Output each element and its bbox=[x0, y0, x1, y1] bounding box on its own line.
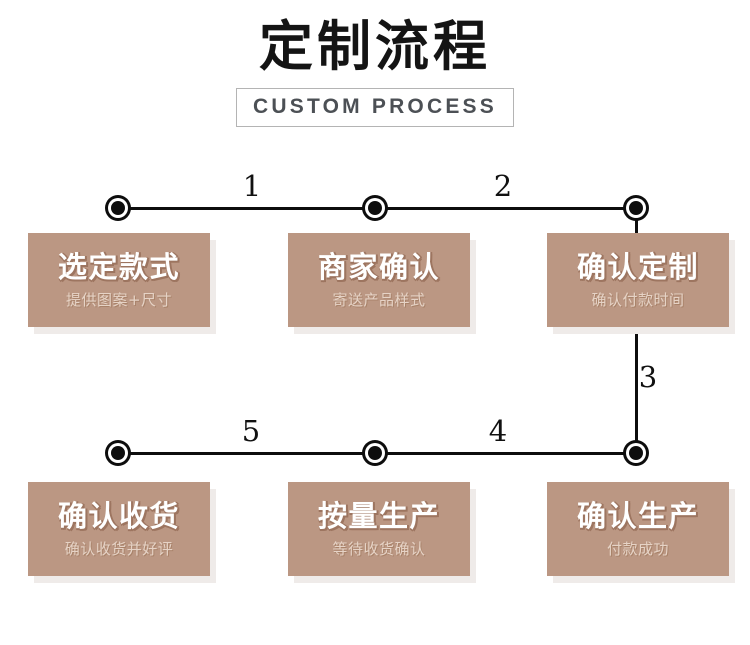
process-card-title: 选定款式 bbox=[57, 249, 180, 284]
process-card-select-style[interactable]: 选定款式 提供图案+尺寸 bbox=[28, 233, 210, 327]
step-number-5: 5 bbox=[241, 414, 261, 448]
process-card-desc: 寄送产品样式 bbox=[332, 290, 426, 309]
flow-node-step-4[interactable] bbox=[623, 440, 649, 466]
subtitle-box: CUSTOM PROCESS bbox=[236, 88, 514, 128]
process-card-merchant-confirm[interactable]: 商家确认 寄送产品样式 bbox=[288, 233, 470, 327]
process-card-title: 商家确认 bbox=[317, 249, 440, 284]
process-card-batch-production[interactable]: 按量生产 等待收货确认 bbox=[288, 482, 470, 576]
process-card-confirm-customization[interactable]: 确认定制 确认付款时间 bbox=[547, 233, 729, 327]
process-card-confirm-production[interactable]: 确认生产 付款成功 bbox=[547, 482, 729, 576]
process-card-title: 确认生产 bbox=[576, 498, 699, 533]
process-card-desc: 等待收货确认 bbox=[332, 539, 426, 558]
header: 定制流程 CUSTOM PROCESS bbox=[0, 0, 750, 128]
process-card-desc: 确认付款时间 bbox=[591, 290, 685, 309]
process-card-desc: 提供图案+尺寸 bbox=[65, 290, 173, 309]
flow-node-step-3[interactable] bbox=[623, 195, 649, 221]
step-number-3: 3 bbox=[638, 360, 658, 394]
step-number-1: 1 bbox=[242, 169, 262, 203]
step-number-2: 2 bbox=[493, 169, 513, 203]
subtitle-text: CUSTOM PROCESS bbox=[253, 95, 497, 119]
flow-node-step-2[interactable] bbox=[362, 195, 388, 221]
process-card-desc: 确认收货并好评 bbox=[64, 539, 174, 558]
process-card-title: 确认收货 bbox=[57, 498, 180, 533]
flow-node-step-6[interactable] bbox=[105, 440, 131, 466]
page-title: 定制流程 bbox=[259, 14, 491, 78]
flow-node-step-5[interactable] bbox=[362, 440, 388, 466]
process-card-confirm-receipt[interactable]: 确认收货 确认收货并好评 bbox=[28, 482, 210, 576]
process-card-title: 确认定制 bbox=[576, 249, 699, 284]
process-card-desc: 付款成功 bbox=[606, 539, 669, 558]
step-number-4: 4 bbox=[488, 414, 508, 448]
process-card-title: 按量生产 bbox=[317, 498, 440, 533]
flow-node-step-1[interactable] bbox=[105, 195, 131, 221]
